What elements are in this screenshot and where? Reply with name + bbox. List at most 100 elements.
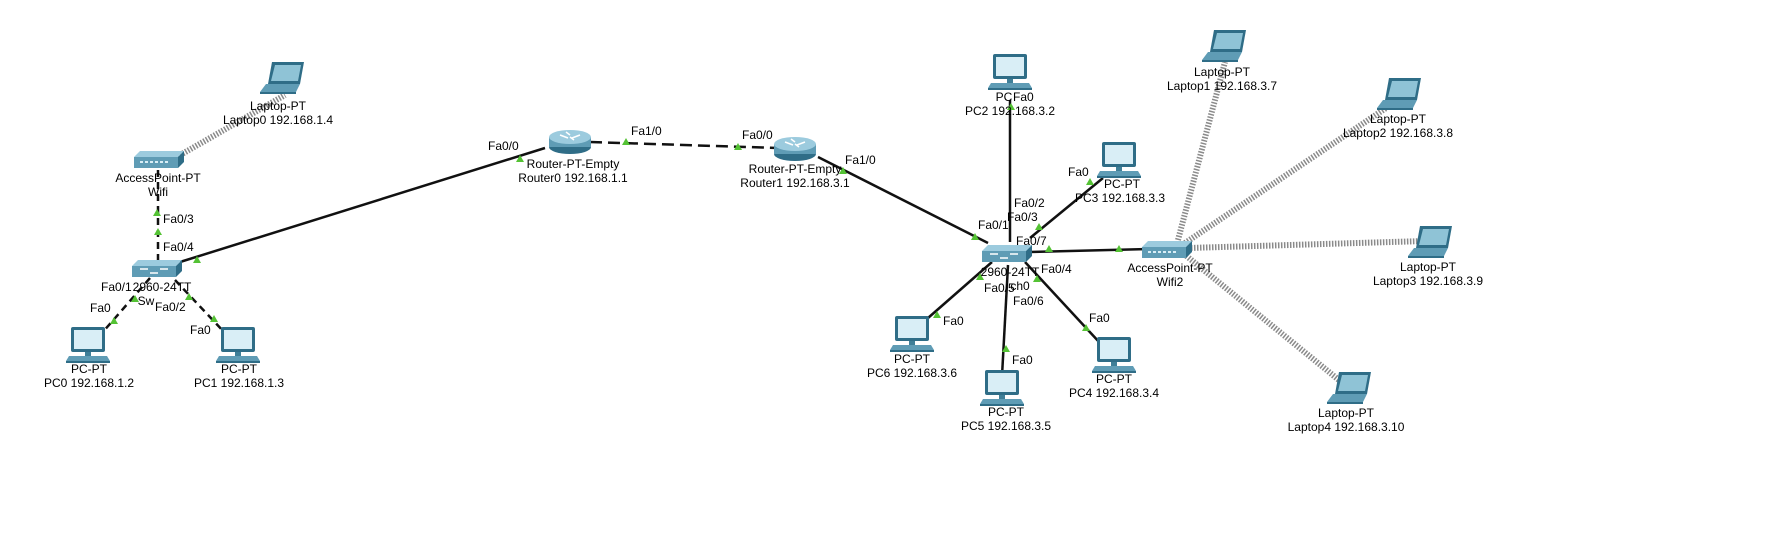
port-label: Fa0/0 [742, 128, 773, 142]
access-point-icon[interactable] [1141, 240, 1193, 259]
port-label: Fa0/0 [488, 139, 519, 153]
port-up-indicator [1115, 245, 1123, 252]
pc-icon[interactable] [1097, 142, 1141, 178]
switch-icon[interactable] [131, 259, 183, 278]
pc3-type-label: PC-PT [1104, 177, 1140, 191]
wireless-link-ap1-laptop2 [1183, 97, 1400, 246]
pc-icon[interactable] [66, 327, 110, 363]
port-up-indicator [1082, 324, 1090, 331]
pc1-name-label: PC1 192.168.1.3 [193, 376, 285, 390]
link-switch0-pc0 [101, 277, 151, 334]
router-icon[interactable] [773, 136, 817, 162]
pc6-name-label: PC6 192.168.3.6 [866, 366, 958, 380]
port-label: Fa0/1 [978, 218, 1009, 232]
port-up-indicator [110, 317, 118, 324]
router1-type-label: Router-PT-Empty [748, 162, 842, 176]
port-label: Fa0/7 [1016, 234, 1047, 248]
switch1-name-label: ch0 [1010, 279, 1030, 293]
pc-icon[interactable] [980, 370, 1024, 406]
link-router0-router1 [589, 140, 779, 150]
port-up-indicator [1007, 103, 1015, 110]
laptop2-type-label: Laptop-PT [1369, 112, 1427, 126]
router0-name-label: Router0 192.168.1.1 [518, 171, 628, 185]
link-router1-switch1 [817, 155, 989, 245]
port-up-indicator [734, 143, 742, 150]
laptop4-name-label: Laptop4 192.168.3.10 [1287, 420, 1405, 434]
link-switch1-pc5 [1000, 264, 1010, 377]
wireless-links [173, 61, 1426, 388]
port-up-indicator [839, 167, 847, 174]
ap1-name-label: Wifi2 [1156, 275, 1184, 289]
port-label: Fa0/2 [1014, 196, 1045, 210]
pc4-type-label: PC-PT [1096, 372, 1132, 386]
port-up-indicator [1035, 223, 1043, 230]
switch0-name-label: Sw [137, 294, 155, 308]
pc2-type-label: PC [995, 90, 1013, 104]
port-up-indicator [193, 256, 201, 263]
port-status-indicators [110, 103, 1123, 352]
wired-links [101, 100, 1149, 377]
laptop-icon[interactable] [1408, 226, 1452, 258]
ap0-name-label: Wifi [148, 185, 168, 199]
port-label: Fa0 [1089, 311, 1110, 325]
pc0-name-label: PC0 192.168.1.2 [43, 376, 135, 390]
port-up-indicator [131, 295, 139, 302]
port-label: Fa0/2 [155, 300, 186, 314]
port-label: Fa0/6 [1013, 294, 1044, 308]
pc1-type-label: PC-PT [221, 362, 257, 376]
laptop-icon[interactable] [1377, 78, 1421, 110]
router-icon[interactable] [548, 129, 592, 155]
pc4-name-label: PC4 192.168.3.4 [1068, 386, 1160, 400]
pc-icon[interactable] [988, 54, 1032, 90]
port-up-indicator [933, 311, 941, 318]
port-up-indicator [971, 233, 979, 240]
laptop-icon[interactable] [1327, 372, 1371, 404]
port-up-indicator [185, 293, 193, 300]
switch0-type-label: 2960-24TT [132, 280, 192, 294]
port-up-indicator [1086, 178, 1094, 185]
port-label: Fa0/3 [163, 212, 194, 226]
laptop1-type-label: Laptop-PT [1193, 65, 1251, 79]
laptop3-name-label: Laptop3 192.168.3.9 [1372, 274, 1484, 288]
port-up-indicator [210, 315, 218, 322]
wireless-link-ap1-laptop1 [1175, 61, 1228, 241]
wireless-link-ap0-laptop0 [173, 92, 287, 161]
port-up-indicator [622, 138, 630, 145]
laptop0-name-label: Laptop0 192.168.1.4 [222, 113, 334, 127]
pc2-name-label: PC2 192.168.3.2 [964, 104, 1056, 118]
link-switch0-router0 [179, 146, 546, 264]
port-label: Fa0/5 [984, 281, 1015, 295]
link-switch0-pc1 [174, 279, 226, 334]
port-up-indicator [154, 228, 162, 235]
ap0-type-label: AccessPoint-PT [115, 171, 201, 185]
port-up-indicator [1002, 345, 1010, 352]
pc5-name-label: PC5 192.168.3.5 [960, 419, 1052, 433]
access-point-icon[interactable] [133, 150, 185, 169]
link-switch1-pc3 [1029, 177, 1104, 239]
port-up-indicator [1033, 275, 1041, 282]
port-up-indicator [1045, 245, 1053, 252]
laptop-icon[interactable] [260, 62, 304, 94]
port-label: Fa0 [1013, 90, 1034, 104]
laptop2-name-label: Laptop2 192.168.3.8 [1342, 126, 1454, 140]
router1-name-label: Router1 192.168.3.1 [740, 176, 850, 190]
port-label: Fa0 [1012, 353, 1033, 367]
pc6-type-label: PC-PT [894, 352, 930, 366]
pc-icon[interactable] [1092, 337, 1136, 373]
pc-icon[interactable] [216, 327, 260, 363]
laptop4-type-label: Laptop-PT [1317, 406, 1375, 420]
switch1-type-label: 2960-24TT [980, 265, 1040, 279]
port-label: Fa0 [943, 314, 964, 328]
router0-type-label: Router-PT-Empty [526, 157, 620, 171]
port-label: Fa0/1 [101, 280, 132, 294]
pc0-type-label: PC-PT [71, 362, 107, 376]
wireless-link-ap1-laptop3 [1187, 238, 1426, 251]
link-switch1-pc6 [919, 261, 993, 326]
port-label: Fa0 [90, 301, 111, 315]
port-up-indicator [516, 155, 524, 162]
laptop-icon[interactable] [1202, 30, 1246, 62]
port-up-indicator [153, 209, 161, 216]
pc-icon[interactable] [890, 316, 934, 352]
port-label: Fa0 [190, 323, 211, 337]
laptop3-type-label: Laptop-PT [1399, 260, 1457, 274]
